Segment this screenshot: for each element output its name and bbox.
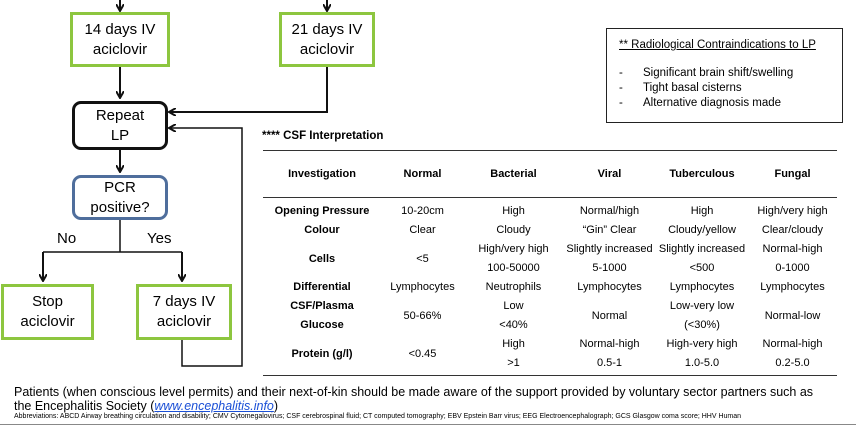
contraindications-box: ** Radiological Contraindications to LP … (606, 28, 843, 123)
stop-aciclovir-line2: aciclovir (20, 313, 75, 330)
table-cell: Low-very low(<30%) (669, 300, 735, 331)
table-cell: Slightly increased<500 (658, 243, 746, 274)
csf-interpretation-table: Investigation Normal Bacterial Viral Tub… (263, 150, 837, 376)
table-row: Colour Clear Cloudy “Gin” Clear Cloudy/y… (263, 221, 837, 240)
row-label: Differential (293, 281, 351, 293)
table-cell: <5 (416, 252, 429, 265)
contraindication-text: Tight basal cisterns (643, 82, 742, 94)
csf-table-title: **** CSF Interpretation (262, 130, 384, 142)
list-item: -Alternative diagnosis made (619, 97, 782, 109)
box-14-days-iv-aciclovir: 14 days IV aciclovir (70, 12, 170, 67)
table-cell: Lymphocytes (390, 281, 455, 293)
table-cell: Lymphocytes (669, 281, 735, 293)
abbreviations-text: Abbreviations: ABCD Airway breathing cir… (14, 413, 742, 420)
support-note-prefix: the Encephalitis Society ( (14, 399, 155, 413)
contraindication-text: Alternative diagnosis made (643, 97, 782, 109)
col-header: Investigation (263, 150, 381, 198)
table-cell: Clear/cloudy (761, 224, 824, 236)
box-14-days-line2: aciclovir (92, 40, 148, 58)
contraindications-list: -Significant brain shift/swelling -Tight… (619, 66, 834, 111)
box-stop-aciclovir: Stop aciclovir (1, 284, 94, 340)
no-label: No (57, 230, 77, 247)
row-label: Opening Pressure (274, 205, 370, 217)
box-21-days-line2: aciclovir (299, 40, 355, 58)
box-repeat-lp: Repeat LP (72, 101, 168, 150)
box-21-days-iv-aciclovir: 21 days IV aciclovir (279, 12, 375, 67)
table-cell: Normal-low (764, 309, 821, 322)
col-header: Tuberculous (656, 150, 748, 198)
box-7-days-iv-aciclovir: 7 days IV aciclovir (136, 284, 232, 340)
repeat-lp-line2: LP (110, 126, 130, 144)
table-cell: 10-20cm (401, 205, 444, 217)
contraindication-text: Significant brain shift/swelling (643, 67, 794, 79)
table-row: Differential Lymphocytes Neutrophils Lym… (263, 278, 837, 297)
support-note-line1: Patients (when conscious level permits) … (14, 385, 814, 399)
table-row: Opening Pressure 10-20cm High Normal/hig… (263, 198, 837, 222)
stop-aciclovir-line1: Stop (32, 293, 63, 310)
table-cell: Lymphocytes (577, 281, 642, 293)
box-7-days-line1: 7 days IV (152, 293, 216, 310)
table-cell: “Gin” Clear (582, 224, 637, 236)
table-cell: Clear (409, 224, 436, 236)
col-header: Fungal (748, 150, 837, 198)
table-cell: Normal (591, 309, 628, 322)
row-label: Colour (304, 224, 340, 236)
col-header: Normal (381, 150, 464, 198)
table-cell: Lymphocytes (760, 281, 825, 293)
list-item: -Significant brain shift/swelling (619, 67, 794, 79)
row-label: Cells (308, 252, 336, 265)
contraindications-title: ** Radiological Contraindications to LP (619, 39, 816, 51)
table-cell: Neutrophils (485, 281, 542, 293)
row-label: Protein (g/l) (263, 335, 381, 376)
table-header-row: Investigation Normal Bacterial Viral Tub… (263, 150, 837, 198)
bottom-divider (0, 424, 856, 425)
encephalitis-society-link[interactable]: www.encephalitis.info (154, 399, 274, 413)
table-cell: Cloudy (496, 224, 531, 236)
box-pcr-positive: PCR positive? (72, 175, 168, 220)
repeat-lp-line1: Repeat (95, 106, 145, 124)
table-cell: 50-66% (403, 309, 442, 322)
table-cell: High (502, 205, 525, 217)
support-note-suffix: ) (273, 399, 279, 413)
table-cell: Low<40% (499, 300, 528, 331)
arrow-21-days-to-repeat-lp (170, 67, 328, 112)
pcr-positive-line2: positive? (90, 198, 150, 216)
support-note: Patients (when conscious level permits) … (14, 385, 856, 413)
table-cell: Cloudy/yellow (668, 224, 736, 236)
table-cell: Normal/high (579, 205, 640, 217)
table-cell: <0.45 (381, 335, 464, 376)
list-item: -Tight basal cisterns (619, 82, 742, 94)
yes-label: Yes (147, 230, 172, 247)
table-cell: High (690, 205, 714, 217)
col-header: Viral (563, 150, 656, 198)
pcr-positive-line1: PCR (104, 178, 136, 196)
box-14-days-line1: 14 days IV (84, 20, 156, 38)
box-7-days-line2: aciclovir (156, 313, 212, 330)
table-cell: High/very high (757, 205, 828, 217)
support-note-line2: the Encephalitis Society (www.encephalit… (14, 399, 856, 413)
box-21-days-line1: 21 days IV (291, 20, 363, 38)
table-cell: High>1 (464, 335, 563, 376)
arrow-7-days-loop-to-repeat-lp (170, 128, 243, 367)
col-header: Bacterial (464, 150, 563, 198)
